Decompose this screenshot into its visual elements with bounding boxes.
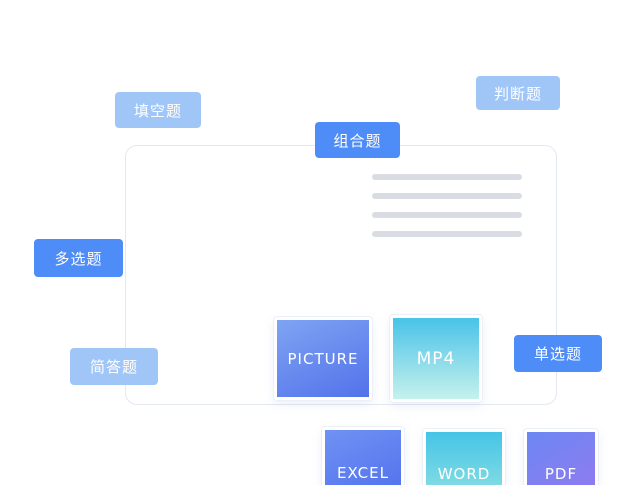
text-placeholder-line (372, 174, 522, 180)
text-placeholder-line (372, 231, 522, 237)
tile-pdf[interactable]: PDF (524, 429, 598, 485)
question-type-badge-fill-blank[interactable]: 填空题 (115, 92, 201, 128)
question-type-badge-true-false[interactable]: 判断题 (476, 76, 560, 110)
question-type-badge-single-choice[interactable]: 单选题 (514, 335, 602, 372)
tile-label: PDF (544, 464, 578, 483)
tile-excel[interactable]: EXCEL (322, 427, 404, 485)
text-placeholder-block (372, 174, 522, 237)
tile-label: MP4 (416, 348, 456, 369)
text-placeholder-line (372, 193, 522, 199)
text-placeholder-line (372, 212, 522, 218)
question-type-badge-multiple-choice[interactable]: 多选题 (34, 239, 123, 277)
content-card: PICTURE MP4 EXCEL WORD PDF (125, 145, 598, 485)
tile-label: PICTURE (287, 349, 359, 368)
tile-picture[interactable]: PICTURE (274, 317, 372, 400)
tile-label: WORD (437, 464, 491, 483)
tile-label: EXCEL (337, 463, 389, 482)
tile-mp4[interactable]: MP4 (390, 315, 482, 402)
tile-word[interactable]: WORD (423, 429, 505, 485)
question-type-badge-short-answer[interactable]: 简答题 (70, 348, 158, 385)
question-type-badge-combination[interactable]: 组合题 (315, 122, 400, 158)
